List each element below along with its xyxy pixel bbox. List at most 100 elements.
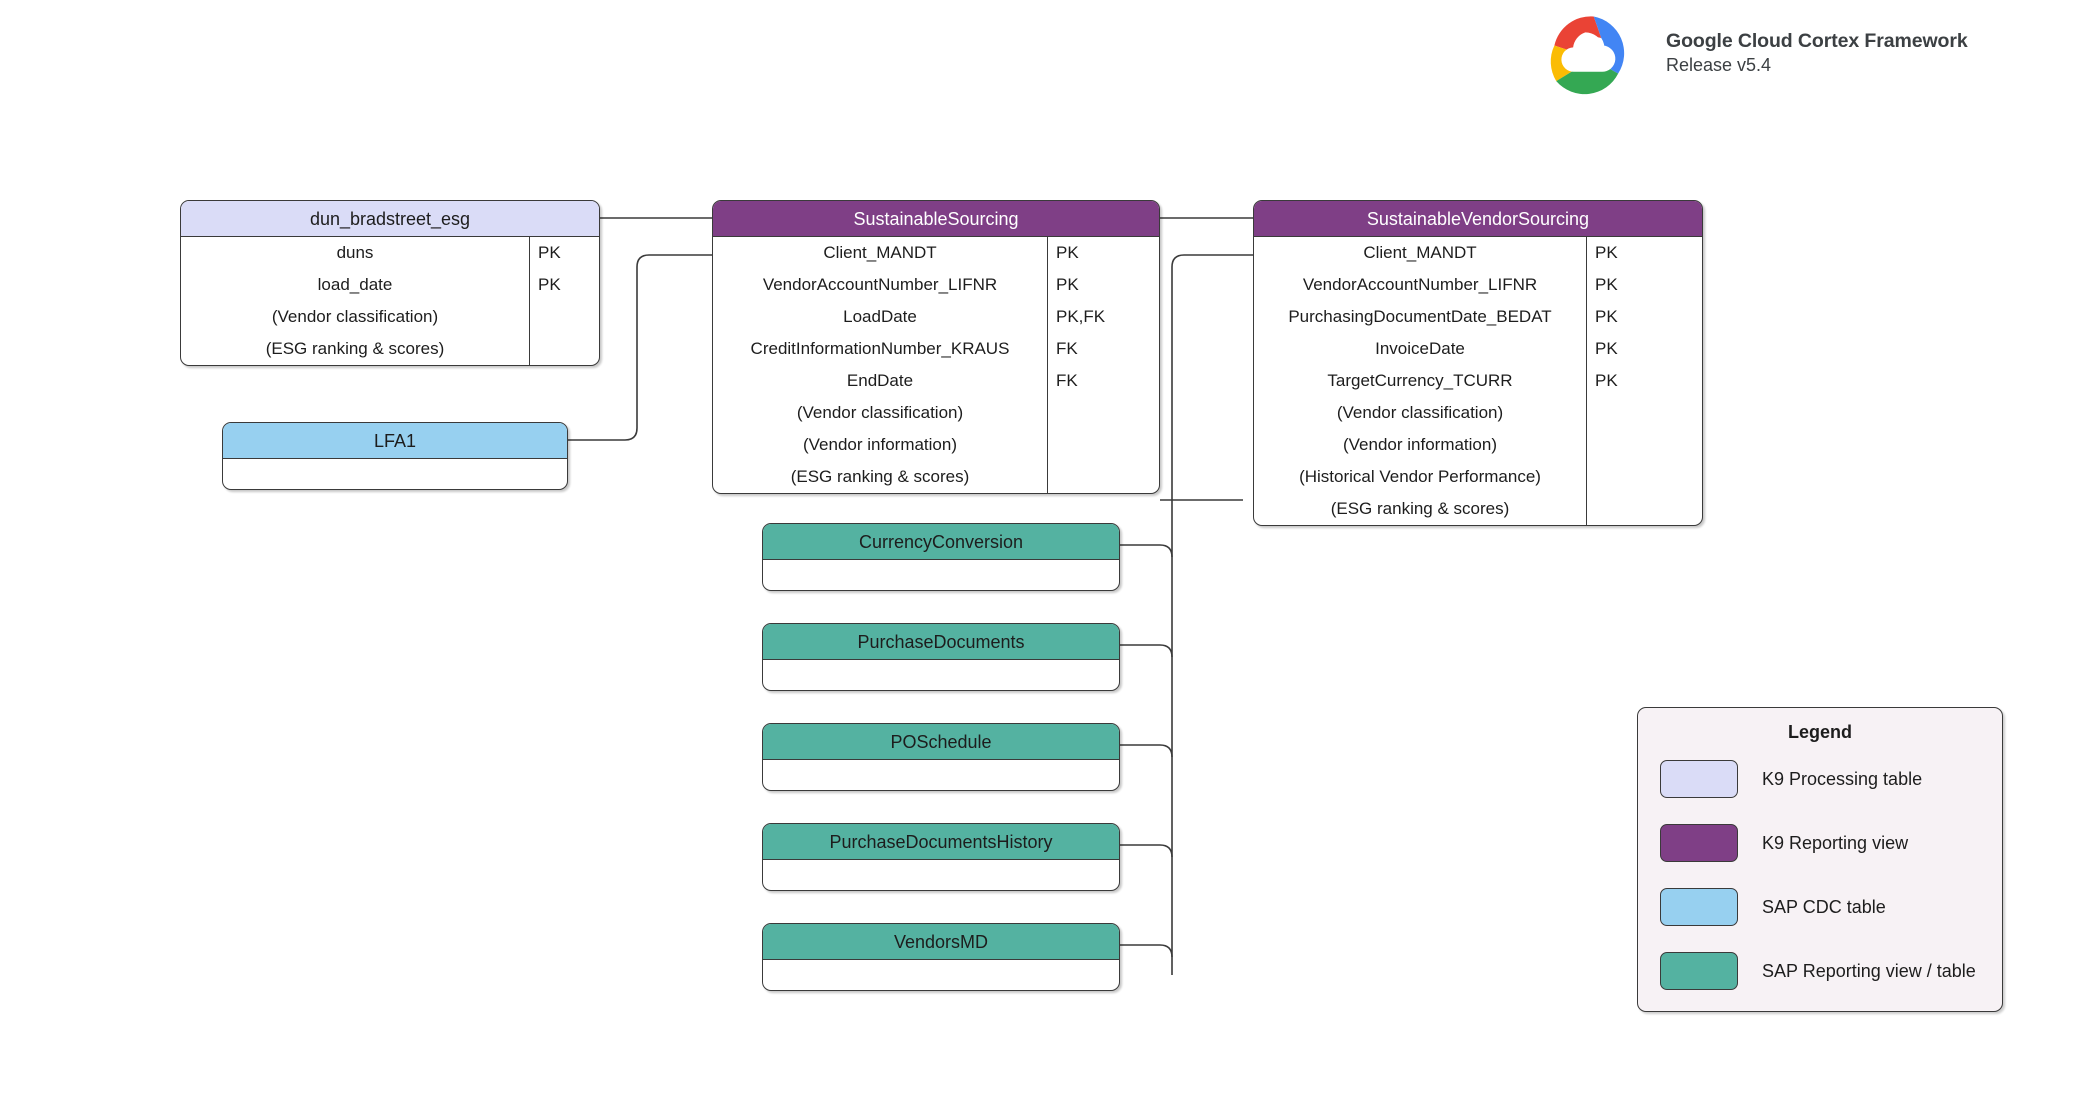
brand-title: Google Cloud Cortex Framework xyxy=(1666,30,1968,52)
field-name: EndDate xyxy=(846,371,914,390)
entity-body xyxy=(763,960,1119,990)
legend-title: Legend xyxy=(1787,722,1852,742)
field-key: PK xyxy=(1595,307,1618,326)
field-key xyxy=(1587,429,1702,461)
entity-currency-conversion[interactable]: CurrencyConversion xyxy=(762,523,1120,591)
entity-body: Client_MANDT VendorAccountNumber_LIFNR P… xyxy=(1254,237,1702,525)
field-name: (Vendor classification) xyxy=(271,307,439,326)
legend-item-k9-reporting-view: K9 Reporting view xyxy=(1660,820,1990,866)
legend-label: SAP Reporting view / table xyxy=(1762,960,1976,981)
field-key xyxy=(1587,461,1702,493)
field-name: (Historical Vendor Performance) xyxy=(1299,467,1541,486)
field-name: VendorAccountNumber_LIFNR xyxy=(1302,275,1538,294)
field-key: PK xyxy=(1595,275,1618,294)
entity-purchase-documents[interactable]: PurchaseDocuments xyxy=(762,623,1120,691)
brand-text-block: Google Cloud Cortex Framework Release v5… xyxy=(1666,29,1968,77)
field-name: (ESG ranking & scores) xyxy=(790,467,970,486)
field-name: VendorAccountNumber_LIFNR xyxy=(762,275,998,294)
field-key: PK xyxy=(538,243,561,262)
field-name: (Vendor information) xyxy=(802,435,958,454)
field-key: PK xyxy=(1056,243,1079,262)
field-key xyxy=(1048,461,1159,493)
entity-title: POSchedule xyxy=(763,724,1119,760)
legend-item-sap-cdc-table: SAP CDC table xyxy=(1660,884,1990,930)
entity-title: LFA1 xyxy=(223,423,567,459)
entity-title: VendorsMD xyxy=(763,924,1119,960)
field-key: PK xyxy=(1595,371,1618,390)
field-name: (ESG ranking & scores) xyxy=(265,339,445,358)
legend-item-sap-reporting-view: SAP Reporting view / table xyxy=(1660,948,1990,994)
connector-vendorsmd-to-bus xyxy=(1120,944,1173,958)
entity-field-list: Client_MANDT VendorAccountNumber_LIFNR P… xyxy=(1254,237,1586,525)
entity-title: dun_bradstreet_esg xyxy=(181,201,599,237)
field-name: (Vendor classification) xyxy=(1336,403,1504,422)
entity-body xyxy=(763,560,1119,590)
entity-sustainable-vendor-sourcing[interactable]: SustainableVendorSourcing Client_MANDT V… xyxy=(1253,200,1703,526)
field-name: (ESG ranking & scores) xyxy=(1330,499,1510,518)
field-name: duns xyxy=(336,243,374,262)
entity-body: duns load_date (Vendor classification) (… xyxy=(181,237,599,365)
legend-label: K9 Processing table xyxy=(1762,768,1923,789)
entity-body xyxy=(763,660,1119,690)
brand-header: Google Cloud Cortex Framework Release v5… xyxy=(1532,8,1968,98)
field-key xyxy=(1048,397,1159,429)
entity-title: SustainableVendorSourcing xyxy=(1254,201,1702,237)
legend-swatch-sap-reporting-view xyxy=(1660,952,1738,990)
entity-body xyxy=(223,459,567,489)
connector-poschedule-to-bus xyxy=(1120,744,1173,758)
entity-title: PurchaseDocumentsHistory xyxy=(763,824,1119,860)
entity-body: Client_MANDT VendorAccountNumber_LIFNR L… xyxy=(713,237,1159,493)
entity-dun-bradstreet-esg[interactable]: dun_bradstreet_esg duns load_date (Vendo… xyxy=(180,200,600,366)
field-key: PK xyxy=(1595,243,1618,262)
entity-key-list: PK PK xyxy=(529,237,599,365)
field-name: LoadDate xyxy=(843,307,917,326)
field-name: Client_MANDT xyxy=(823,243,937,262)
entity-key-list: PK PK PK,FK FK FK xyxy=(1047,237,1159,493)
field-key: PK,FK xyxy=(1056,307,1106,326)
entity-lfa1[interactable]: LFA1 xyxy=(222,422,568,490)
entity-body xyxy=(763,860,1119,890)
field-key: FK xyxy=(1056,371,1078,390)
entity-purchase-documents-history[interactable]: PurchaseDocumentsHistory xyxy=(762,823,1120,891)
entity-title: SustainableSourcing xyxy=(713,201,1159,237)
legend-label: SAP CDC table xyxy=(1762,896,1886,917)
entity-field-list: Client_MANDT VendorAccountNumber_LIFNR L… xyxy=(713,237,1047,493)
google-cloud-logo-icon xyxy=(1550,16,1625,95)
field-name: Client_MANDT xyxy=(1363,243,1477,262)
entity-po-schedule[interactable]: POSchedule xyxy=(762,723,1120,791)
field-name: PurchasingDocumentDate_BEDAT xyxy=(1288,307,1552,326)
field-key xyxy=(530,301,599,333)
field-key: PK xyxy=(538,275,561,294)
field-name: (Vendor information) xyxy=(1342,435,1498,454)
field-key xyxy=(1587,493,1702,525)
field-key xyxy=(1587,397,1702,429)
connector-purchasedocumentshistory-to-bus xyxy=(1120,844,1173,858)
brand-release-label: Release v5.4 xyxy=(1666,54,1772,75)
entity-title: CurrencyConversion xyxy=(763,524,1119,560)
entity-body xyxy=(763,760,1119,790)
entity-sustainable-sourcing[interactable]: SustainableSourcing Client_MANDT VendorA… xyxy=(712,200,1160,494)
legend-panel: Legend K9 Processing table K9 Reporting … xyxy=(1637,707,2003,1012)
legend-swatch-sap-cdc-table xyxy=(1660,888,1738,926)
entity-key-list: PK PK PK PK PK xyxy=(1586,237,1702,525)
legend-swatch-k9-reporting-view xyxy=(1660,824,1738,862)
field-name: TargetCurrency_TCURR xyxy=(1327,371,1513,390)
legend-swatch-k9-processing-table xyxy=(1660,760,1738,798)
entity-vendors-md[interactable]: VendorsMD xyxy=(762,923,1120,991)
entity-field-list: duns load_date (Vendor classification) (… xyxy=(181,237,529,365)
entity-title: PurchaseDocuments xyxy=(763,624,1119,660)
connector-currencyconversion-to-bus xyxy=(1120,544,1173,558)
connector-purchasedocuments-to-bus xyxy=(1120,644,1173,658)
field-name: (Vendor classification) xyxy=(796,403,964,422)
legend-item-k9-processing-table: K9 Processing table xyxy=(1660,756,1990,802)
field-key: PK xyxy=(1056,275,1079,294)
field-name: load_date xyxy=(317,275,393,294)
legend-label: K9 Reporting view xyxy=(1762,832,1909,853)
field-key xyxy=(530,333,599,365)
field-key: FK xyxy=(1056,339,1078,358)
field-name: CreditInformationNumber_KRAUS xyxy=(750,339,1010,358)
field-name: InvoiceDate xyxy=(1375,339,1465,358)
field-key xyxy=(1048,429,1159,461)
connector-bus-sap-views-to-vendorsourcing xyxy=(1171,254,1253,975)
